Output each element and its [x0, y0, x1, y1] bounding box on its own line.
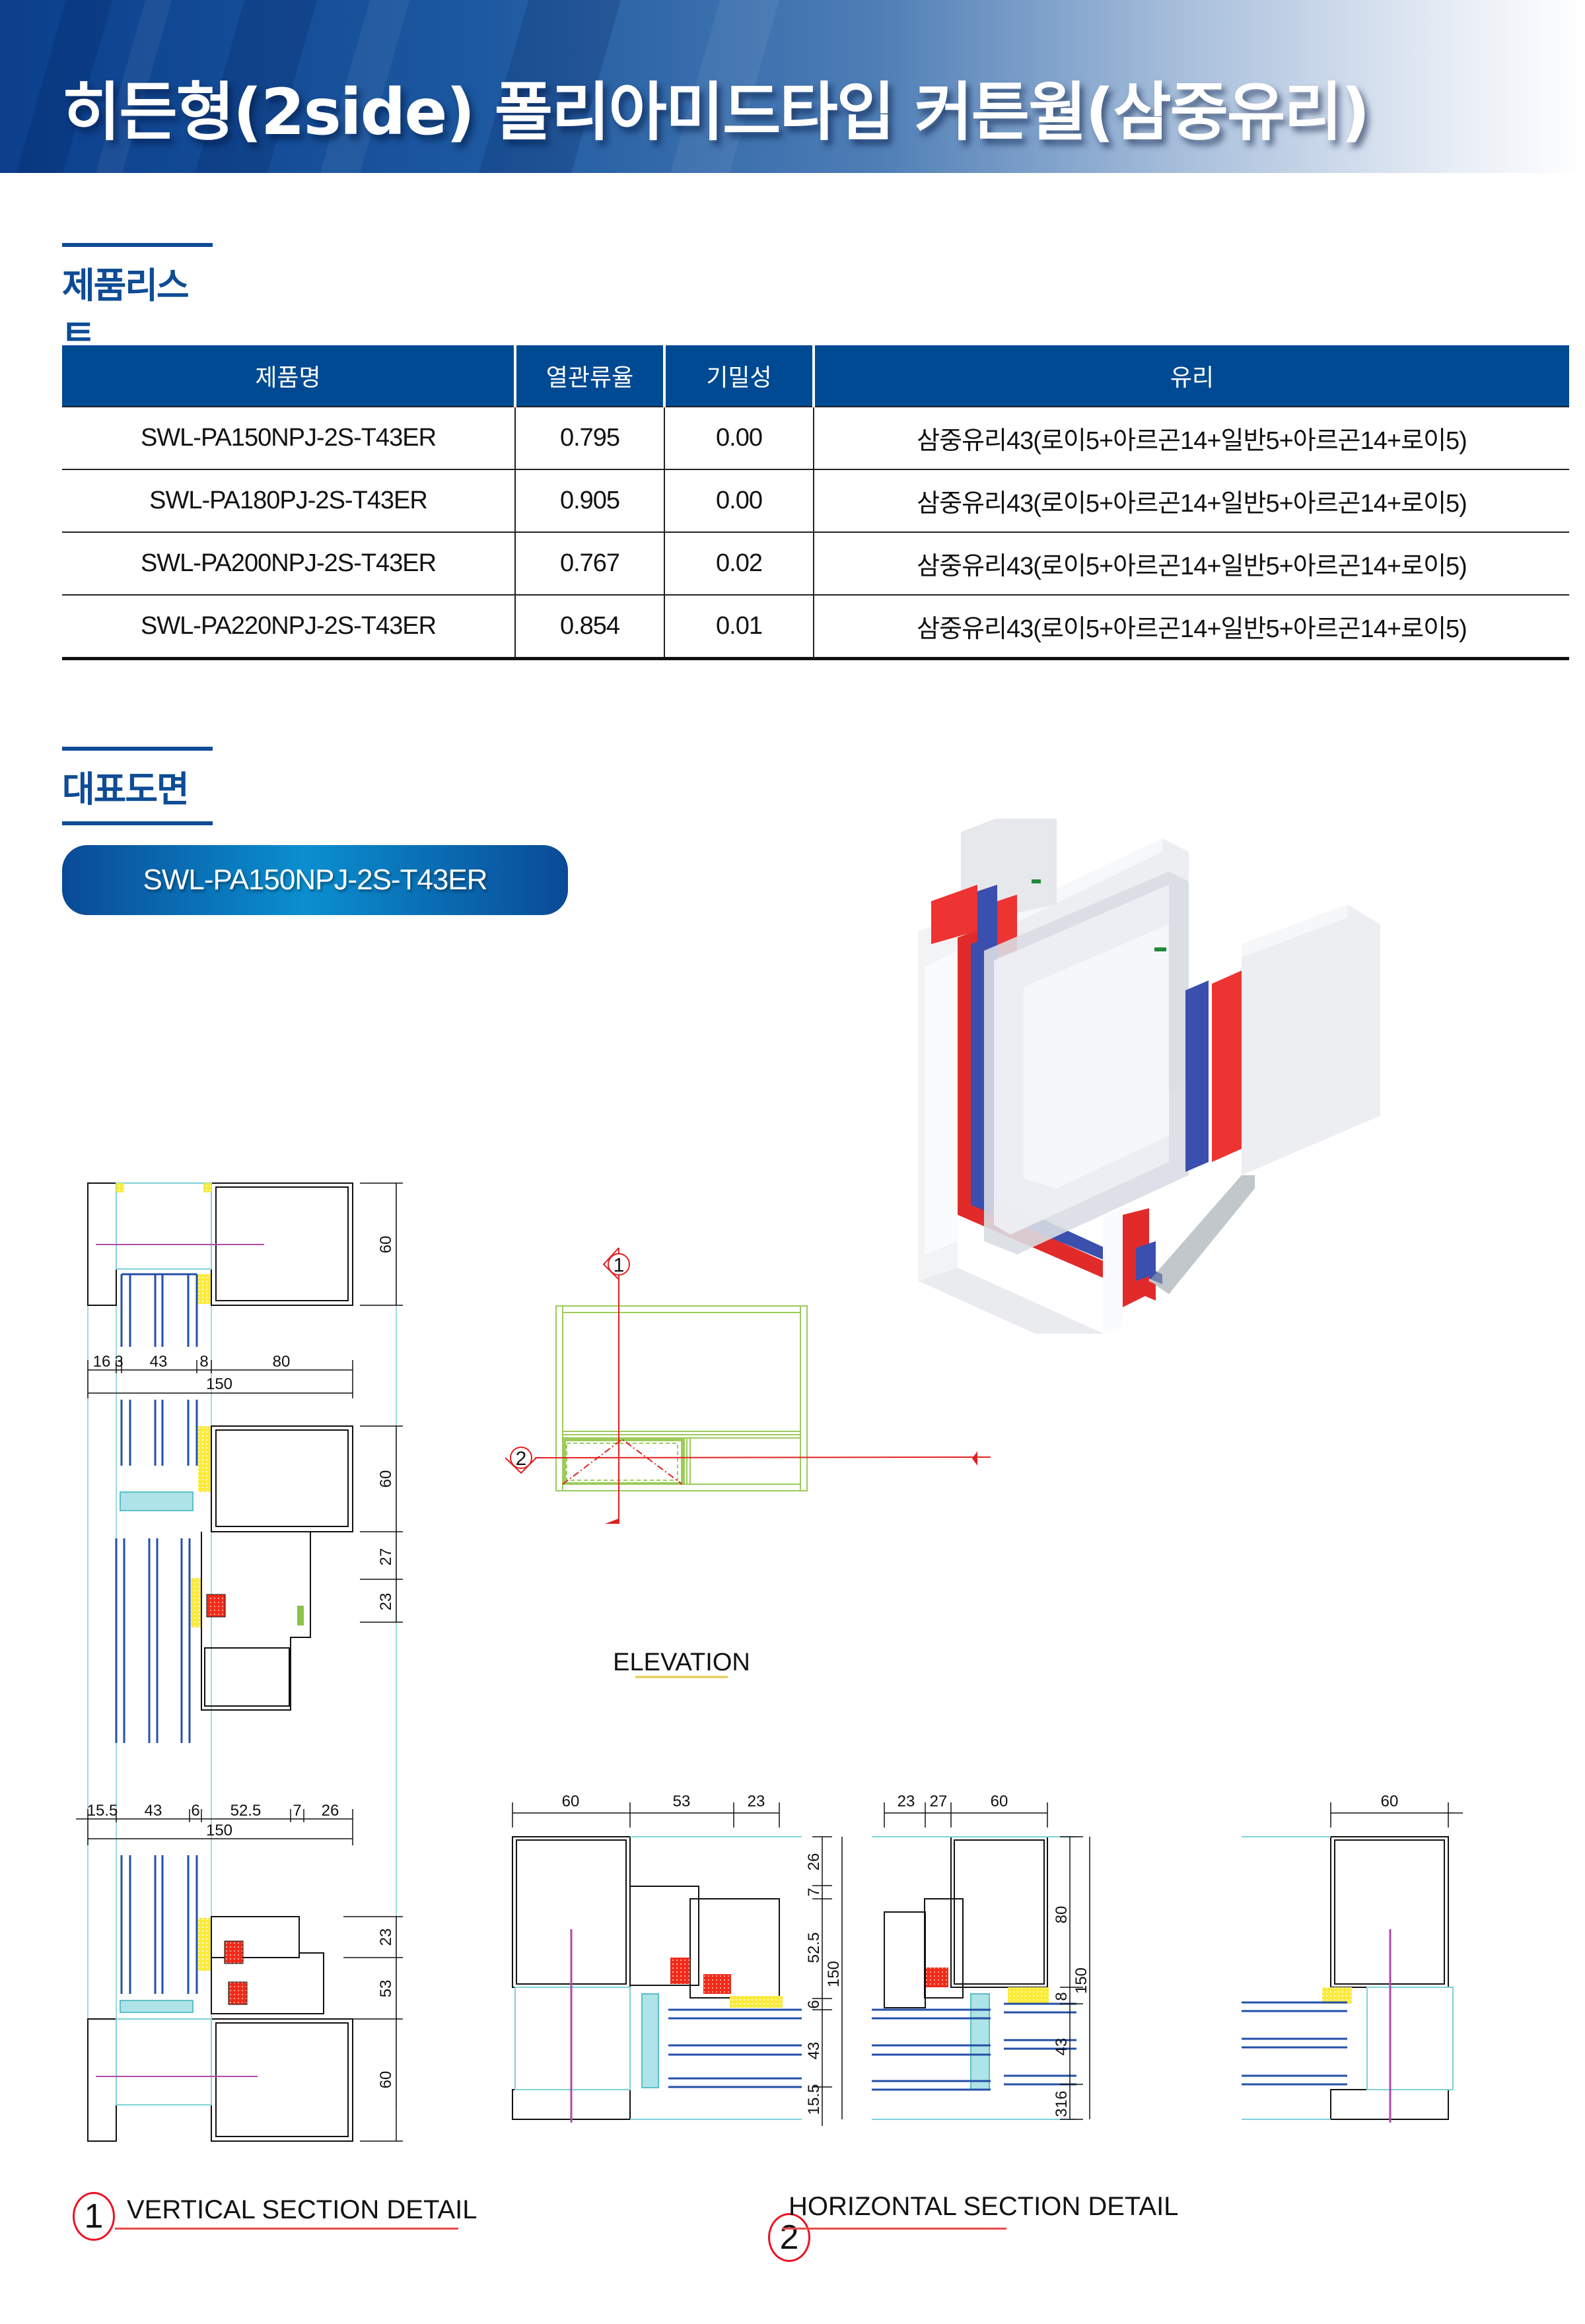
column-header-glass: 유리 [812, 345, 1569, 407]
svg-text:3: 3 [114, 1353, 123, 1371]
svg-text:3: 3 [1053, 2108, 1071, 2117]
svg-text:8: 8 [199, 1353, 208, 1371]
elevation-label: ELEVATION [613, 1649, 750, 1676]
svg-text:15.5: 15.5 [805, 2084, 823, 2115]
table-row: SWL-PA200NPJ-2S-T43ER 0.767 0.02 삼중유리43(… [62, 531, 1569, 595]
cell-glass: 삼중유리43(로이5+아르곤14+일반5+아르곤14+로이5) [813, 469, 1569, 532]
cell-glass: 삼중유리43(로이5+아르곤14+일반5+아르곤14+로이5) [813, 406, 1569, 469]
horizontal-section-drawing: 60 53 23 26 7 52.5 6 43 15.5 150 [512, 1793, 1463, 2126]
svg-text:7: 7 [293, 1802, 301, 1820]
cell-airtightness: 0.00 [664, 406, 814, 469]
svg-text:2: 2 [516, 1448, 527, 1470]
cell-glass: 삼중유리43(로이5+아르곤14+일반5+아르곤14+로이5) [813, 531, 1569, 595]
table-row: SWL-PA150NPJ-2S-T43ER 0.795 0.00 삼중유리43(… [62, 406, 1569, 469]
svg-text:15.5: 15.5 [87, 1802, 118, 1820]
vertical-caption-underline [115, 2228, 458, 2230]
cell-product-name: SWL-PA220NPJ-2S-T43ER [62, 594, 515, 660]
cell-product-name: SWL-PA150NPJ-2S-T43ER [62, 406, 515, 469]
svg-text:53: 53 [377, 1980, 395, 1998]
svg-text:43: 43 [1053, 2038, 1071, 2056]
svg-text:23: 23 [377, 1593, 395, 1611]
svg-text:26: 26 [805, 1853, 823, 1871]
cell-glass: 삼중유리43(로이5+아르곤14+일반5+아르곤14+로이5) [813, 594, 1569, 660]
svg-text:60: 60 [991, 1793, 1008, 1810]
isometric-render-image [918, 819, 1380, 1334]
svg-text:43: 43 [805, 2042, 823, 2060]
cell-u-value: 0.905 [514, 469, 664, 532]
section-title: 대표도면 [62, 769, 190, 810]
cell-product-name: SWL-PA180PJ-2S-T43ER [62, 469, 515, 532]
column-header-airtightness: 기밀성 [663, 345, 814, 407]
section-rule-bottom [62, 821, 213, 825]
svg-text:16: 16 [93, 1353, 111, 1371]
svg-text:7: 7 [805, 1888, 823, 1896]
svg-text:26: 26 [322, 1802, 339, 1820]
svg-text:150: 150 [1073, 1967, 1090, 1994]
vertical-section-caption: VERTICAL SECTION DETAIL [127, 2195, 477, 2224]
horizontal-section-number-badge: 2 [768, 2213, 810, 2262]
cell-u-value: 0.795 [514, 406, 664, 469]
svg-text:23: 23 [377, 1929, 395, 1946]
svg-text:8: 8 [1053, 1992, 1071, 2000]
table-row: SWL-PA220NPJ-2S-T43ER 0.854 0.01 삼중유리43(… [62, 594, 1569, 660]
svg-text:6: 6 [191, 1802, 199, 1820]
page-title: 히든형(2side) 폴리아미드타입 커튼월(삼중유리) [62, 75, 1370, 149]
svg-text:6: 6 [805, 2000, 823, 2008]
cell-airtightness: 0.02 [664, 531, 814, 595]
svg-text:52.5: 52.5 [230, 1802, 262, 1820]
table-row: SWL-PA180PJ-2S-T43ER 0.905 0.00 삼중유리43(로… [62, 469, 1569, 532]
horizontal-section-caption: HORIZONTAL SECTION DETAIL [789, 2192, 1179, 2221]
svg-text:80: 80 [1053, 1906, 1071, 1924]
section-header-drawings: 대표도면 [62, 747, 213, 825]
cell-u-value: 0.767 [514, 531, 664, 595]
svg-text:60: 60 [1381, 1793, 1399, 1810]
svg-text:16: 16 [1053, 2091, 1071, 2109]
svg-text:43: 43 [150, 1353, 168, 1371]
vertical-section-number-badge: 1 [73, 2192, 115, 2241]
horizontal-caption-underline [782, 2228, 1006, 2230]
cell-product-name: SWL-PA200NPJ-2S-T43ER [62, 531, 515, 595]
svg-text:27: 27 [930, 1793, 948, 1810]
svg-text:43: 43 [145, 1802, 162, 1820]
svg-text:150: 150 [825, 1961, 843, 1987]
section-rule-top [62, 243, 213, 247]
cell-airtightness: 0.00 [664, 469, 814, 532]
section-rule-top [62, 747, 213, 751]
cell-airtightness: 0.01 [664, 594, 814, 660]
svg-text:23: 23 [898, 1793, 915, 1810]
svg-text:60: 60 [377, 2071, 395, 2089]
cell-u-value: 0.854 [514, 594, 664, 660]
section-marker-2-icon: 2 [505, 1447, 537, 1474]
svg-text:52.5: 52.5 [805, 1932, 823, 1964]
header-banner: 히든형(2side) 폴리아미드타입 커튼월(삼중유리) [0, 0, 1585, 173]
model-label-pill: SWL-PA150NPJ-2S-T43ER [62, 845, 568, 915]
svg-text:23: 23 [748, 1793, 765, 1810]
svg-text:27: 27 [377, 1548, 395, 1566]
column-header-name: 제품명 [62, 345, 515, 407]
column-header-u-value: 열관류율 [514, 345, 664, 407]
svg-text:150: 150 [206, 1375, 232, 1393]
svg-text:150: 150 [206, 1822, 232, 1839]
vertical-section-drawing: 16 3 43 8 80 150 60 15.5 43 6 [76, 1182, 403, 2142]
svg-text:53: 53 [673, 1793, 691, 1810]
svg-text:1: 1 [614, 1254, 625, 1276]
svg-text:80: 80 [273, 1353, 291, 1371]
svg-text:60: 60 [562, 1793, 580, 1810]
section-marker-1-icon: 1 [602, 1247, 630, 1280]
elevation-drawing: 1 2 ELEVATION [505, 1247, 991, 1678]
table-header-row: 제품명 열관류율 기밀성 유리 [62, 345, 1569, 407]
svg-text:60: 60 [377, 1236, 395, 1254]
product-table: 제품명 열관류율 기밀성 유리 SWL-PA150NPJ-2S-T43ER 0.… [62, 345, 1569, 660]
svg-text:60: 60 [377, 1470, 395, 1488]
